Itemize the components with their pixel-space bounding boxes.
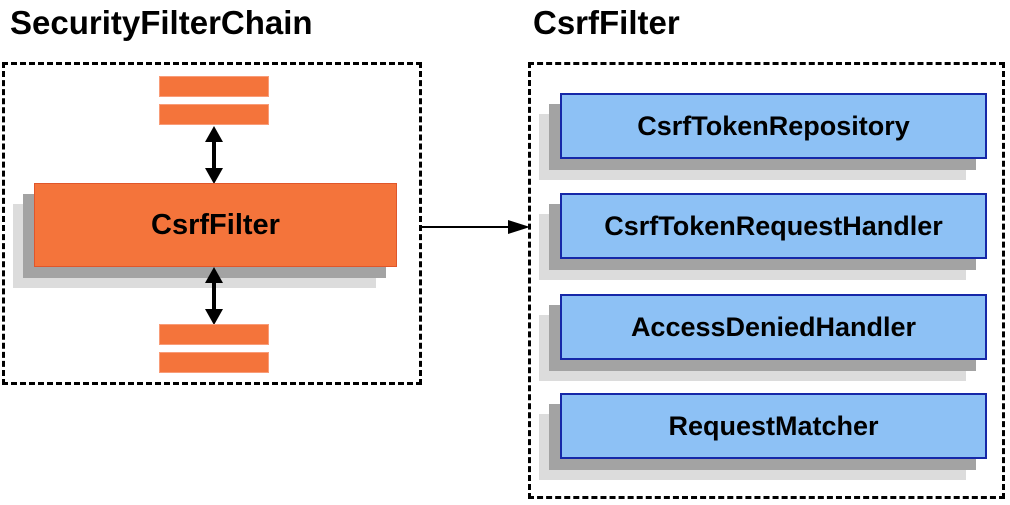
security-filter-chain-panel xyxy=(2,62,422,385)
access-denied-handler-card: AccessDeniedHandler xyxy=(560,294,987,360)
csrf-filter-card-label: CsrfFilter xyxy=(151,208,280,241)
up-down-arrow-icon xyxy=(205,267,223,325)
filter-bar xyxy=(159,324,269,345)
filter-bar xyxy=(159,76,269,97)
up-down-arrow-icon xyxy=(205,126,223,184)
component-card-label: CsrfTokenRepository xyxy=(637,110,910,141)
csrf-filter-card: CsrfFilter xyxy=(34,183,397,267)
left-panel-title: SecurityFilterChain xyxy=(10,4,313,41)
component-card-label: CsrfTokenRequestHandler xyxy=(604,210,943,241)
csrf-token-repository-card: CsrfTokenRepository xyxy=(560,93,987,159)
component-card-label: AccessDeniedHandler xyxy=(630,311,917,342)
right-arrow-icon xyxy=(422,220,530,234)
right-panel-title: CsrfFilter xyxy=(533,4,680,41)
component-card-label: RequestMatcher xyxy=(668,410,879,441)
request-matcher-card: RequestMatcher xyxy=(560,393,987,459)
csrf-token-request-handler-card: CsrfTokenRequestHandler xyxy=(560,193,987,259)
csrf-filter-panel xyxy=(528,62,1005,499)
filter-bar xyxy=(159,104,269,125)
filter-bar xyxy=(159,352,269,373)
